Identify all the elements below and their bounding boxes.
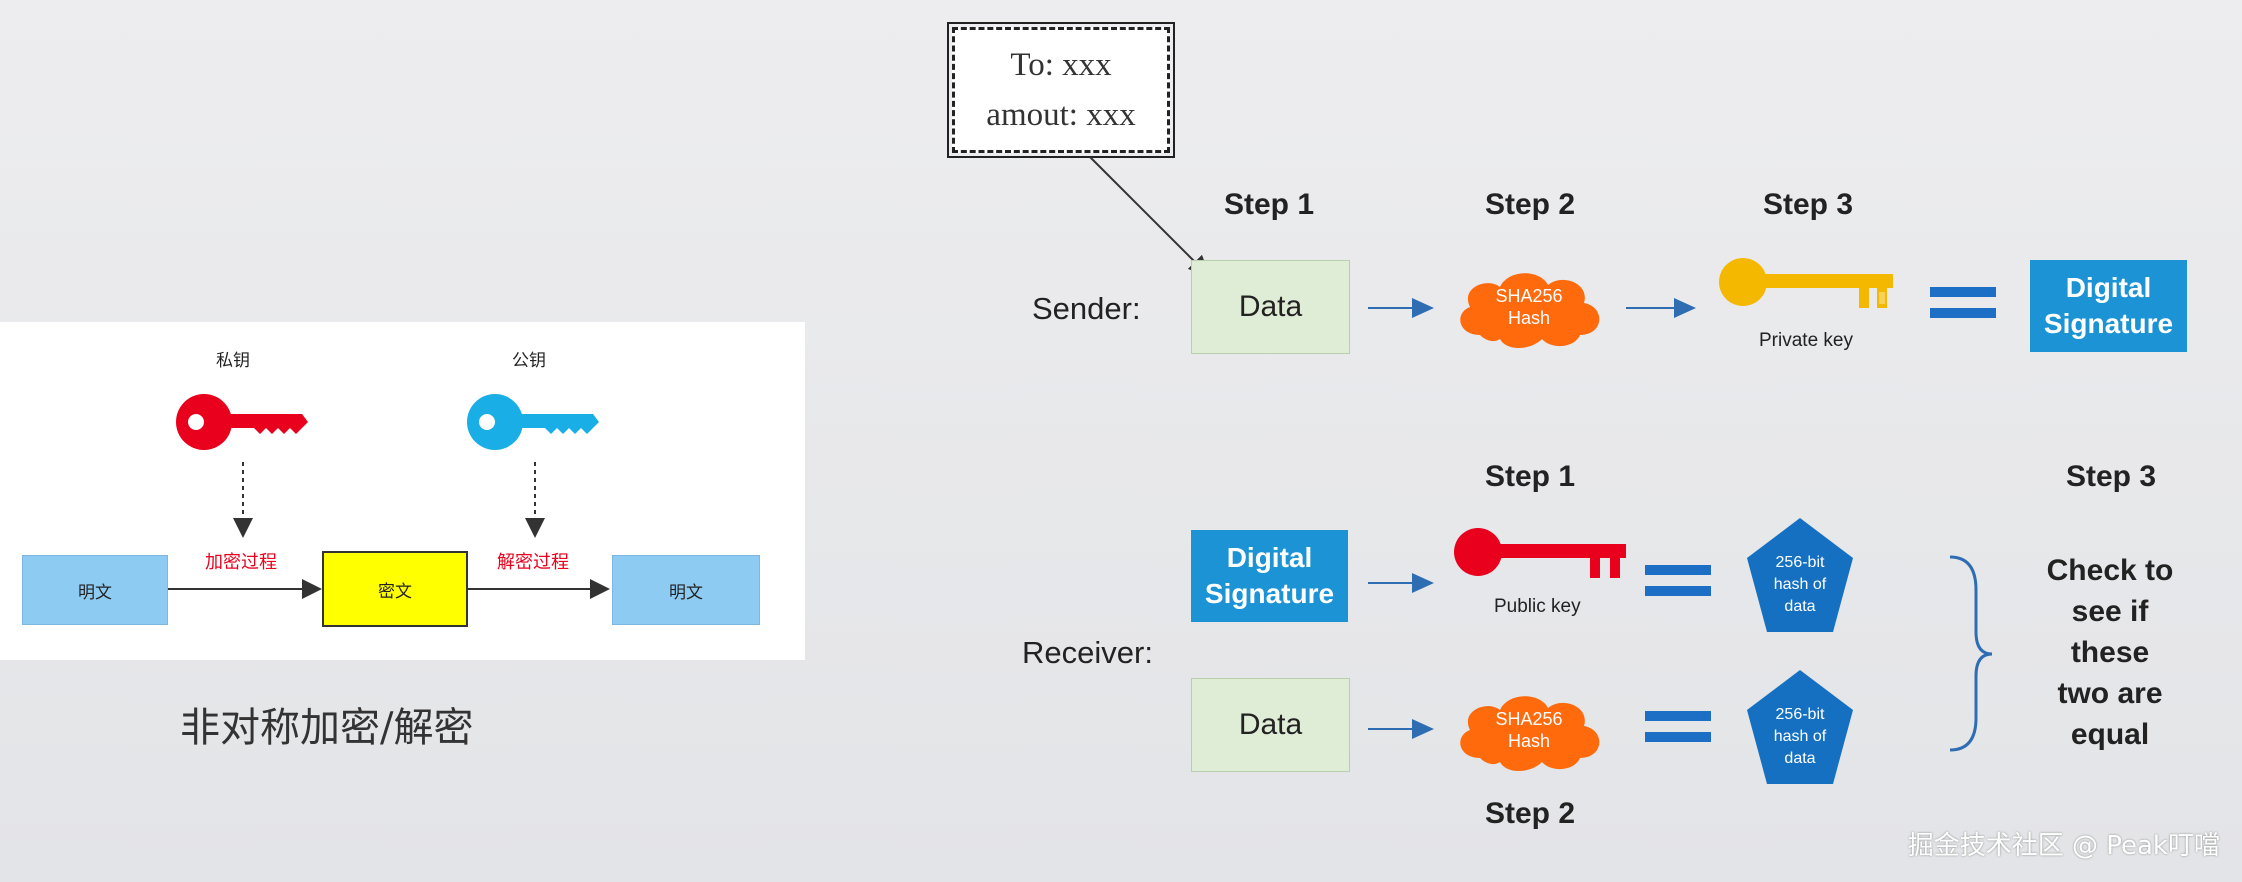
- receiver-step2-label: Step 2: [1485, 797, 1576, 830]
- watermark: 掘金技术社区 @ Peak叮噹: [1907, 831, 2220, 861]
- receiver-digital-signature: Digital Signature: [1191, 530, 1348, 622]
- receiver-step1-label: Step 1: [1485, 460, 1576, 493]
- plaintext-box-left: 明文: [22, 555, 168, 625]
- note-line-amount: amout: xxx: [986, 97, 1136, 133]
- ciphertext-box: 密文: [322, 551, 468, 627]
- equals-icon: [1645, 565, 1711, 597]
- check-line1: Check to: [2046, 554, 2174, 587]
- red-key-icon: [176, 394, 308, 450]
- receiver-hash-line1: SHA256: [1495, 709, 1563, 729]
- blue-key-icon: [467, 394, 599, 450]
- sender-hash-line2: Hash: [1507, 308, 1551, 328]
- check-line5: equal: [2070, 718, 2150, 751]
- receiver-sig-line2: Signature: [1204, 578, 1335, 609]
- sender-digital-signature: Digital Signature: [2030, 260, 2187, 352]
- pent2-line1: 256-bit: [1775, 706, 1825, 723]
- encrypt-process-label: 加密过程: [205, 552, 277, 573]
- pent1-line1: 256-bit: [1775, 554, 1825, 571]
- receiver-sig-line1: Digital: [1226, 542, 1313, 573]
- receiver-data-box: Data: [1191, 678, 1350, 772]
- check-line2: see if: [2071, 595, 2149, 628]
- receiver-step3-label: Step 3: [2066, 460, 2157, 493]
- sender-label: Sender:: [1032, 291, 1141, 326]
- pent2-line3: data: [1784, 750, 1816, 767]
- pentagon-icon: [1747, 670, 1853, 784]
- pentagon-icon: [1747, 518, 1853, 632]
- private-key-label: Private key: [1759, 330, 1853, 351]
- private-key-icon: [1719, 258, 1893, 308]
- public-key-icon: [1454, 528, 1626, 578]
- check-line3: these: [2070, 636, 2150, 669]
- sender-sha256-cloud: SHA256 Hash: [1450, 265, 1608, 349]
- left-caption: 非对称加密/解密: [180, 705, 474, 751]
- sender-hash-line1: SHA256: [1495, 286, 1563, 306]
- equals-icon: [1645, 711, 1711, 743]
- receiver-hash-line2: Hash: [1507, 731, 1551, 751]
- left-arrows: [166, 462, 610, 599]
- check-line4: two are: [2057, 677, 2163, 710]
- receiver-hash-pentagon-2: 256-bit hash of data: [1745, 668, 1855, 786]
- decrypt-process-label: 解密过程: [497, 552, 569, 573]
- sender-sig-line2: Signature: [2043, 308, 2174, 339]
- sender-step1-label: Step 1: [1224, 188, 1315, 221]
- pent2-line2: hash of: [1773, 728, 1827, 745]
- private-key-label: 私钥: [216, 351, 250, 371]
- public-key-label: Public key: [1494, 596, 1581, 617]
- transaction-note: To: xxx amout: xxx: [947, 22, 1175, 158]
- receiver-hash-pentagon-1: 256-bit hash of data: [1745, 516, 1855, 634]
- cloud-icon: [1460, 273, 1600, 348]
- symmetric-diagram-panel: 私钥 公钥 加密过程 解密过程 明文 密文 明文: [0, 322, 805, 660]
- equals-icon: [1930, 287, 1996, 319]
- sender-step2-label: Step 2: [1485, 188, 1576, 221]
- cloud-icon: [1460, 696, 1600, 771]
- public-key-label: 公钥: [512, 351, 546, 371]
- pent1-line2: hash of: [1773, 576, 1827, 593]
- plaintext-box-right: 明文: [612, 555, 760, 625]
- pent1-line3: data: [1784, 598, 1816, 615]
- receiver-label: Receiver:: [1022, 635, 1153, 670]
- check-equal-text: Check to see if these two are equal: [2020, 550, 2200, 755]
- sender-data-box: Data: [1191, 260, 1350, 354]
- sender-step3-label: Step 3: [1763, 188, 1854, 221]
- note-line-to: To: xxx: [1010, 47, 1112, 83]
- sender-sig-line1: Digital: [2065, 272, 2152, 303]
- receiver-sha256-cloud: SHA256 Hash: [1450, 688, 1608, 772]
